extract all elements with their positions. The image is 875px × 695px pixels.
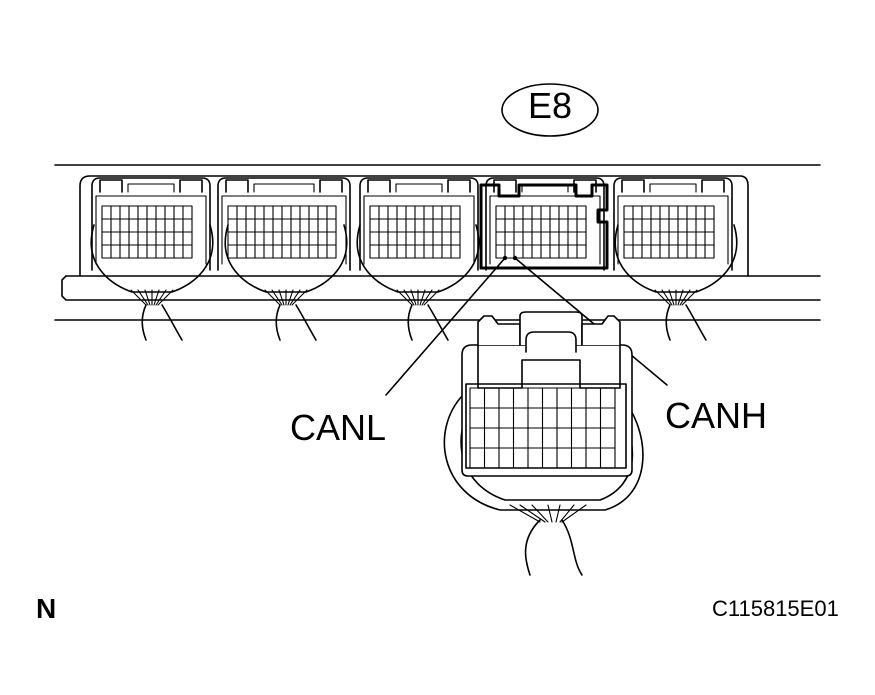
canh-label: CANH — [665, 395, 768, 436]
ecu-wire-bundle-3 — [356, 224, 480, 341]
canl-label: CANL — [290, 407, 387, 448]
ecu-wire-bundle-4 — [614, 224, 738, 341]
ecu-wire-bundles — [90, 224, 738, 341]
ecu-header-5 — [613, 177, 733, 271]
ecu-wire-bundle-2 — [224, 224, 348, 341]
canh-leader-line — [514, 257, 668, 386]
ecu-header-connectors — [91, 177, 733, 271]
view-marker: N — [36, 593, 57, 624]
figure-code: C115815E01 — [712, 596, 839, 621]
ecu-header-2 — [217, 177, 351, 271]
canh-pin-dot — [512, 255, 518, 261]
connector-id-label: E8 — [527, 85, 573, 126]
canl-pin-dot — [502, 255, 508, 261]
ecu-header-3 — [359, 177, 479, 271]
canl-leader-line — [385, 257, 506, 396]
e8-highlight — [479, 183, 609, 270]
ecu-header-4 — [485, 177, 605, 271]
harness-connector — [443, 311, 644, 576]
connector-id-ellipse — [501, 83, 599, 137]
ecu-body — [54, 164, 821, 321]
ecu-wire-bundle-1 — [90, 224, 214, 341]
ecu-header-1 — [91, 177, 211, 271]
harness-pin-grid — [469, 387, 616, 469]
